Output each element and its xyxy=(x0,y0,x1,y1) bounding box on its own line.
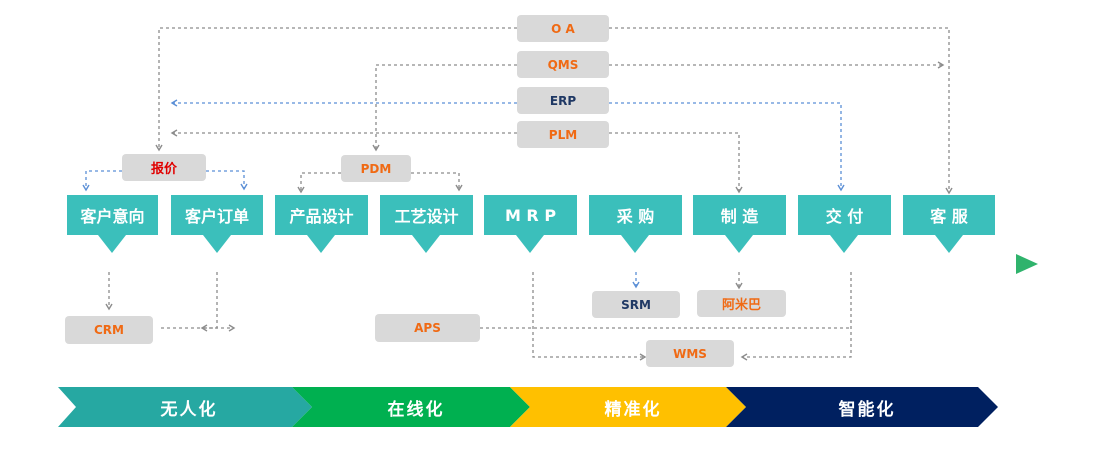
pdm-box: PDM xyxy=(341,155,411,182)
quote-right-connector xyxy=(206,170,248,191)
stage-precise: 精准化 xyxy=(530,387,736,427)
srm-box: SRM xyxy=(592,291,680,318)
stage-label: 精准化 xyxy=(604,399,662,420)
flow-arrowhead xyxy=(1016,254,1038,274)
step-arrow xyxy=(203,235,231,253)
step-product-design: 产品设计 xyxy=(275,195,368,235)
pdm-left-connector xyxy=(297,172,341,194)
stage-intelligent: 智能化 xyxy=(746,387,988,427)
step-process-design: 工艺设计 xyxy=(380,195,473,235)
amiba-box: 阿米巴 xyxy=(697,290,786,317)
stage-label: 在线化 xyxy=(387,399,445,420)
stage-unmanned: 无人化 xyxy=(76,387,302,427)
step-arrow xyxy=(412,235,440,253)
plm-right-connector xyxy=(609,132,743,194)
step-arrow xyxy=(725,235,753,253)
step-customer-service: 客 服 xyxy=(903,195,995,235)
step-purchase: 采 购 xyxy=(589,195,682,235)
step-arrow xyxy=(830,235,858,253)
stage-label: 智能化 xyxy=(838,399,896,420)
stage-chevron-online xyxy=(292,387,530,427)
plm-box: PLM xyxy=(517,121,609,148)
stage-chevron-precise xyxy=(510,387,746,427)
oa-left-connector xyxy=(155,27,517,152)
qms-left-connector xyxy=(372,64,517,152)
step-arrow xyxy=(935,235,963,253)
quote-box: 报价 xyxy=(122,154,206,181)
mrp-to-wms-connector xyxy=(532,272,647,361)
oa-right-connector xyxy=(609,27,953,195)
step-arrow xyxy=(621,235,649,253)
step-arrow xyxy=(98,235,126,253)
stage-online: 在线化 xyxy=(312,387,520,427)
stage-chevron-intelligent xyxy=(726,387,998,427)
step-customer-order: 客户订单 xyxy=(171,195,263,235)
step-delivery: 交 付 xyxy=(798,195,891,235)
delivery-to-wms-connector xyxy=(740,272,852,361)
stage-chevron-unmanned xyxy=(58,387,312,427)
step-manufacture: 制 造 xyxy=(693,195,786,235)
wms-box: WMS xyxy=(646,340,734,367)
step-customer-intention: 客户意向 xyxy=(67,195,158,235)
erp-right-connector xyxy=(609,102,845,192)
oa-box: O A xyxy=(517,15,609,42)
erp-box: ERP xyxy=(517,87,609,114)
stage-label: 无人化 xyxy=(160,399,218,420)
quote-left-connector xyxy=(82,170,122,192)
step-arrow xyxy=(516,235,544,253)
step-arrow xyxy=(307,235,335,253)
pdm-right-connector xyxy=(411,172,463,192)
step-mrp: M R P xyxy=(484,195,577,235)
aps-box: APS xyxy=(375,314,480,342)
crm-box: CRM xyxy=(65,316,153,344)
qms-box: QMS xyxy=(517,51,609,78)
